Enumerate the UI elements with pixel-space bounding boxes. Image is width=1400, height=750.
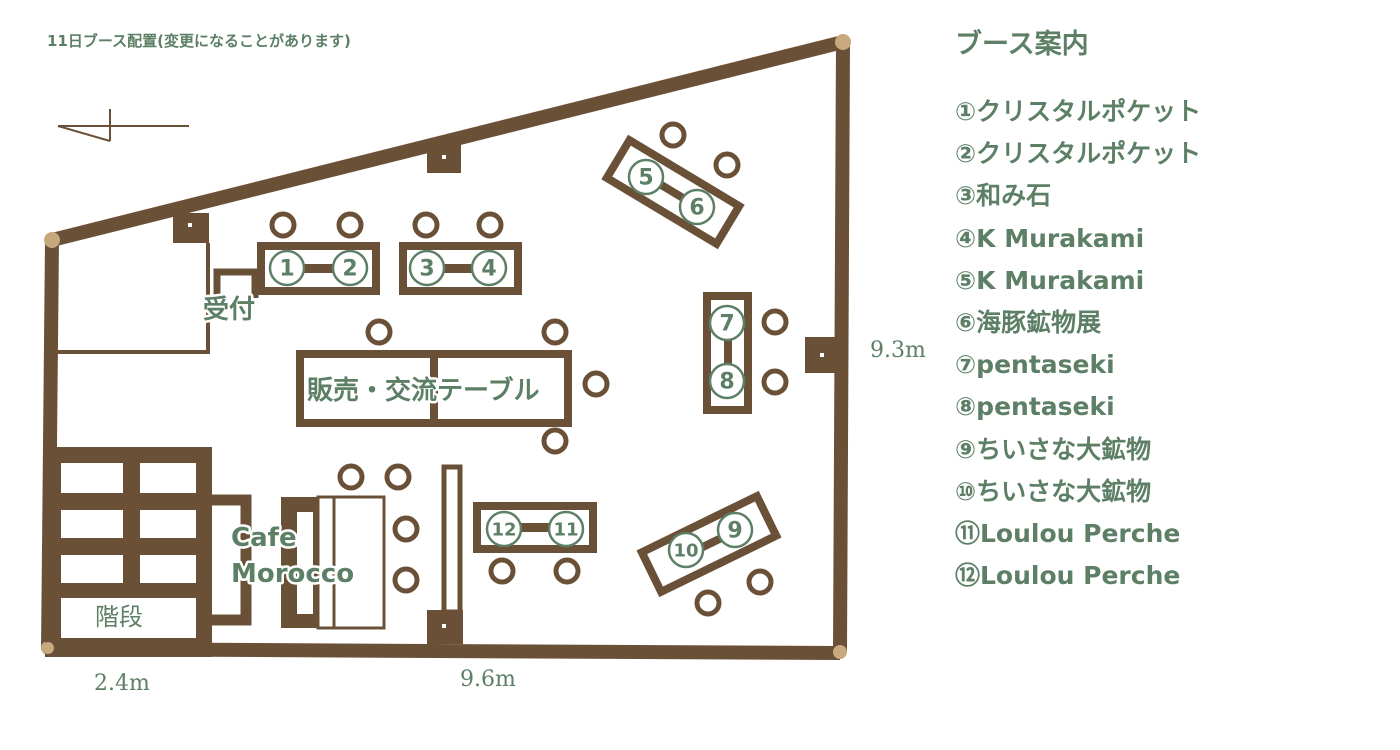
booth-badge-2: 2 xyxy=(331,249,369,287)
dimension-left: 2.4m xyxy=(94,671,150,696)
booth-badge-5: 5 xyxy=(627,158,665,196)
booth-badge-11: 11 xyxy=(547,510,585,548)
svg-text:6: 6 xyxy=(689,196,704,221)
legend-item: ⑥海豚鉱物展 xyxy=(955,307,1102,337)
sales-table-label: 販売・交流テーブル xyxy=(307,375,539,406)
svg-text:9: 9 xyxy=(727,519,742,544)
pillars xyxy=(173,142,839,644)
cafe-label-line2: Morocco xyxy=(231,559,354,589)
cafe-label-line1: Cafe xyxy=(231,523,297,553)
partition-bar xyxy=(441,464,463,615)
booth-badge-12: 12 xyxy=(485,510,523,548)
svg-text:3: 3 xyxy=(419,257,434,282)
booth-legend: ブース案内 ①クリスタルポケット ②クリスタルポケット ③和み石 ④K Mura… xyxy=(955,22,1201,597)
partition xyxy=(52,243,210,354)
booth-badge-1: 1 xyxy=(268,249,306,287)
legend-item: ④K Murakami xyxy=(955,223,1145,253)
booth-badge-4: 4 xyxy=(470,249,508,287)
legend-heading: ブース案内 xyxy=(955,29,1089,60)
legend-item: ⑩ちいさな大鉱物 xyxy=(955,476,1152,506)
svg-text:1: 1 xyxy=(279,257,294,282)
booth-badge-10: 10 xyxy=(667,531,705,569)
svg-text:4: 4 xyxy=(481,257,496,282)
stairs-label: 階段 xyxy=(95,603,143,631)
svg-text:7: 7 xyxy=(719,312,734,337)
legend-item: ②クリスタルポケット xyxy=(955,139,1202,169)
svg-text:11: 11 xyxy=(553,520,578,541)
page-title: 11日ブース配置(変更になることがあります) xyxy=(47,32,351,50)
reception-label: 受付 xyxy=(203,294,255,325)
svg-text:8: 8 xyxy=(719,370,734,395)
legend-item: ⑤K Murakami xyxy=(955,265,1145,295)
legend-item: ⑫Loulou Perche xyxy=(955,561,1181,591)
svg-text:2: 2 xyxy=(342,257,357,282)
booth-badge-8: 8 xyxy=(708,362,746,400)
booth-badge-3: 3 xyxy=(408,249,446,287)
dimension-bottom: 9.6m xyxy=(460,667,516,692)
north-arrow-icon xyxy=(57,109,189,142)
legend-item: ⑨ちいさな大鉱物 xyxy=(955,434,1152,464)
legend-item: ⑪Loulou Perche xyxy=(955,518,1181,548)
legend-item: ⑦pentaseki xyxy=(955,350,1115,380)
svg-text:12: 12 xyxy=(491,520,516,541)
legend-item: ③和み石 xyxy=(955,181,1052,211)
booth-badge-7: 7 xyxy=(708,304,746,342)
dimension-right: 9.3m xyxy=(870,338,926,363)
svg-text:10: 10 xyxy=(673,541,698,562)
booth-badge-6: 6 xyxy=(678,188,716,226)
svg-text:5: 5 xyxy=(638,166,653,191)
stairs xyxy=(42,447,212,657)
legend-item: ①クリスタルポケット xyxy=(955,97,1202,126)
reception-desk xyxy=(213,268,259,300)
booth-badge-9: 9 xyxy=(716,511,754,549)
cafe-counter xyxy=(212,494,386,630)
chairs xyxy=(269,121,789,617)
legend-item: ⑧pentaseki xyxy=(955,392,1115,422)
